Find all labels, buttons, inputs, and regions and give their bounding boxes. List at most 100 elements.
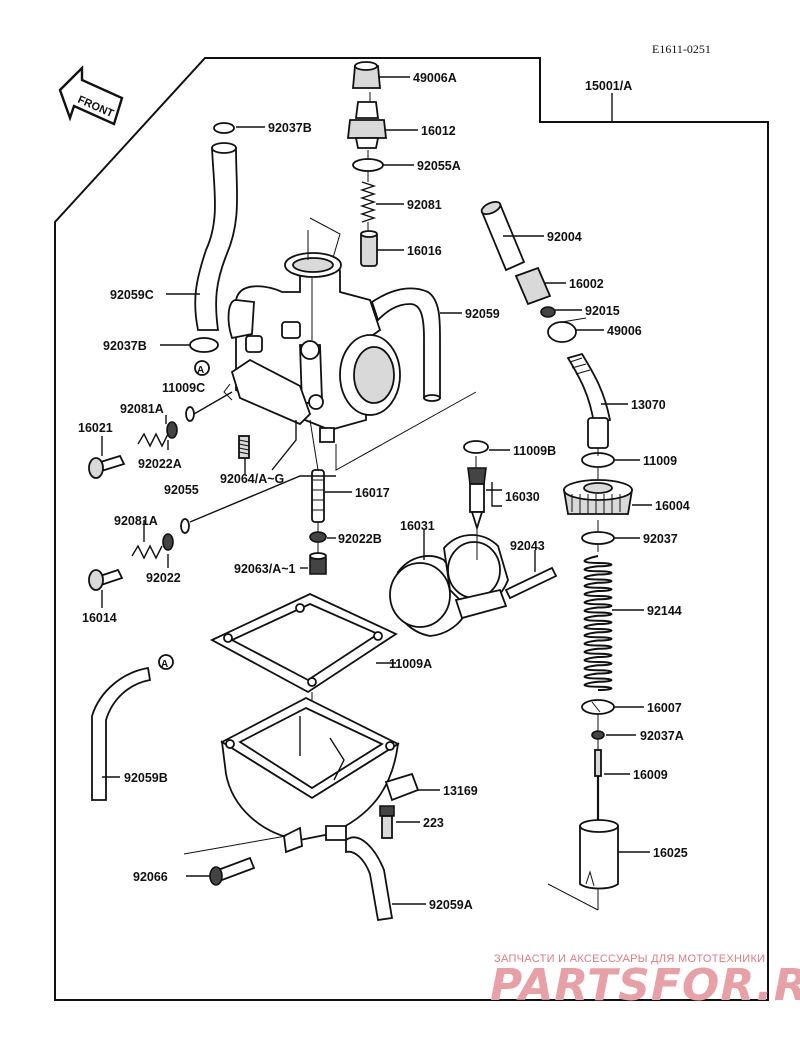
watermark-brand: PARTSFOR.RU [490,960,800,1011]
label-11009: 11009 [643,454,677,468]
nut-16002 [514,266,552,306]
label-92059c: 92059C [110,288,154,302]
label-11009b: 11009B [513,444,556,458]
clip-92037 [581,531,615,545]
assembly-label: 15001/A [585,79,632,93]
screw-16021 [88,454,126,479]
carburetor-body [223,217,401,443]
main-jet-92063 [309,552,327,575]
circle-marker-upper: A [194,360,210,376]
label-49006: 49006 [607,324,642,338]
float-bowl [220,696,400,854]
label-92037b-top: 92037B [268,121,312,135]
throttle-valve-16025 [579,819,619,890]
washer-92055 [180,518,190,534]
bracket-13169 [384,772,420,802]
screw-223 [379,805,395,839]
leader-lines [101,76,652,911]
assembly-outline [54,57,769,1001]
label-92063: 92063/A~1 [234,562,296,576]
reference-code: E1611-0251 [652,42,711,56]
washer-92055a [352,158,384,172]
top-cap-16004 [562,479,634,515]
label-92144: 92144 [647,604,682,618]
pilot-screw-92064 [238,435,250,459]
watermark: ЗАПЧАСТИ И АКСЕССУАРЫ ДЛЯ МОТОТЕХНИКИ PA… [490,953,800,1011]
label-16031: 16031 [400,519,435,533]
washer-92022a [166,421,178,439]
svg-text:A: A [197,365,204,376]
nut-92015 [540,306,556,318]
label-16002: 16002 [569,277,604,291]
circle-marker-lower: A [158,654,174,670]
clip-92037b [189,337,219,353]
needle-jet-16017 [311,469,325,523]
cable-adjuster-92004 [480,200,526,272]
watermark-subtitle: ЗАПЧАСТИ И АКСЕССУАРЫ ДЛЯ МОТОТЕХНИКИ [494,953,765,965]
label-92022a: 92022A [138,457,182,471]
label-92037: 92037 [643,532,678,546]
label-92081: 92081 [407,198,442,212]
label-92015: 92015 [585,304,620,318]
washer-11009b [463,440,489,454]
label-92043: 92043 [510,539,545,553]
hose-92059c [194,147,238,331]
label-16004: 16004 [655,499,690,513]
clip-92037a [591,730,605,740]
cap-49006 [547,321,577,343]
label-16014: 16014 [82,611,117,625]
label-49006a: 49006A [413,71,457,85]
front-direction-arrow: FRONT [58,65,124,126]
part-labels: 49006A 92037B 16012 92055A 92081 92004 1… [78,71,690,912]
label-92066: 92066 [133,870,168,884]
cap-49006a [352,61,381,89]
label-92059b: 92059B [124,771,168,785]
screw-16014 [88,568,124,591]
label-92055: 92055 [164,483,199,497]
label-92004: 92004 [547,230,582,244]
label-92081a-bottom: 92081A [114,514,158,528]
needle-16009 [594,749,602,820]
label-92055a: 92055A [417,159,461,173]
label-16021: 16021 [78,421,113,435]
spring-92081a-bottom [131,544,163,560]
clip-92037b-top [213,122,235,134]
fitting-16012 [346,101,388,149]
label-92059: 92059 [465,307,500,321]
hose-92059b [91,666,152,801]
label-92022b: 92022B [338,532,382,546]
drain-screw-92066 [209,856,256,886]
jet-16016 [360,230,378,267]
label-92081a-top: 92081A [120,402,164,416]
spring-92081 [359,181,377,223]
float-valve-16030 [467,467,487,532]
label-92037b: 92037B [103,339,147,353]
float-16031 [389,534,509,637]
label-92064: 92064/A~G [220,472,284,486]
label-13070: 13070 [631,398,666,412]
spring-92081a-top [137,432,169,448]
hose-92059a [345,836,394,922]
label-92022: 92022 [146,571,181,585]
label-16017: 16017 [355,486,390,500]
spring-92144 [583,555,613,691]
label-16016: 16016 [407,244,442,258]
label-92037a: 92037A [640,729,684,743]
label-11009c: 11009C [162,381,205,395]
washer-92022b [309,531,327,543]
cable-guide-13070 [566,352,612,449]
label-16007: 16007 [647,701,682,715]
label-13169: 13169 [443,784,478,798]
svg-text:A: A [161,659,168,670]
label-223: 223 [423,816,444,830]
gasket-11009a [210,593,398,694]
pin-92043 [504,566,558,600]
label-16025: 16025 [653,846,688,860]
label-16030: 16030 [505,490,540,504]
retainer-16007 [581,699,615,715]
washer-11009c [185,406,195,422]
label-16009: 16009 [633,768,668,782]
washer-92022 [162,533,174,551]
label-16012: 16012 [421,124,456,138]
